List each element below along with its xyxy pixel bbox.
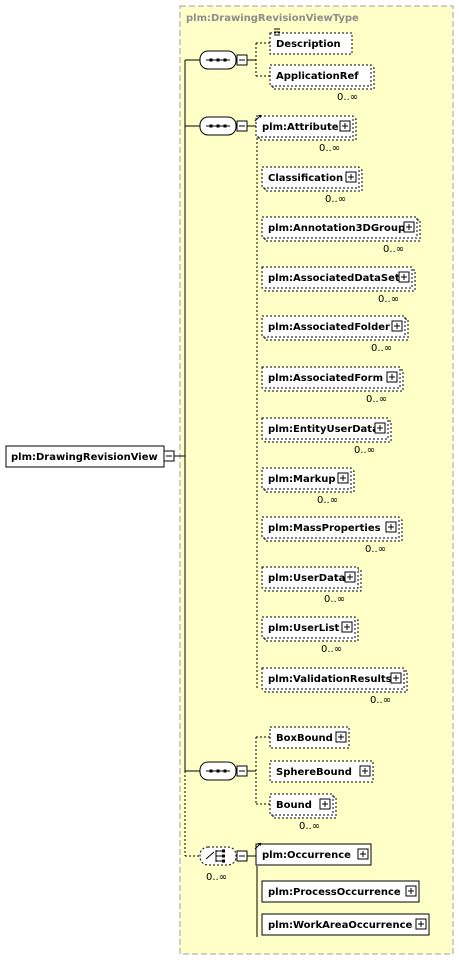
- cardinality-label: 0..∞: [337, 92, 358, 103]
- collapse-icon[interactable]: [236, 850, 248, 862]
- cardinality-label: 0..∞: [383, 244, 404, 255]
- sequence-compositor-3[interactable]: [199, 761, 248, 781]
- type-title: plm:DrawingRevisionViewType: [186, 13, 359, 24]
- element-entityuserdata[interactable]: plm:EntityUserData 0..∞: [261, 417, 392, 456]
- expand-icon[interactable]: [391, 320, 403, 332]
- expand-icon[interactable]: [345, 171, 357, 183]
- element-markup[interactable]: plm:Markup 0..∞: [261, 467, 355, 506]
- element-massproperties[interactable]: plm:MassProperties 0..∞: [261, 516, 403, 555]
- expand-icon[interactable]: [335, 731, 347, 743]
- element-attribute[interactable]: plm:Attribute 0..∞: [254, 114, 357, 154]
- root-element[interactable]: plm:DrawingRevisionView: [5, 445, 175, 468]
- cardinality-label: 0..∞: [299, 821, 320, 832]
- cardinality-label: 0..∞: [321, 644, 342, 655]
- element-occurrence[interactable]: plm:Occurrence: [254, 842, 372, 866]
- element-label: plm:AssociatedForm: [268, 373, 383, 384]
- element-workareaoccurrence[interactable]: plm:WorkAreaOccurrence: [261, 913, 430, 936]
- root-collapse-icon[interactable]: [163, 450, 175, 462]
- element-label: Classification: [268, 173, 343, 184]
- element-boxbound[interactable]: BoxBound: [269, 726, 350, 749]
- expand-icon[interactable]: [359, 765, 371, 777]
- choice-cardinality: 0..∞: [206, 872, 227, 883]
- collapse-icon[interactable]: [236, 765, 248, 777]
- element-associateddataset[interactable]: plm:AssociatedDataSet 0..∞: [261, 266, 416, 305]
- sequence-compositor-2[interactable]: [199, 116, 248, 136]
- cardinality-label: 0..∞: [370, 695, 391, 706]
- element-label: ApplicationRef: [276, 71, 359, 82]
- element-spherebound[interactable]: SphereBound: [269, 760, 374, 783]
- collapse-icon[interactable]: [236, 54, 248, 66]
- element-label: plm:ProcessOccurrence: [268, 887, 401, 898]
- cardinality-label: 0..∞: [378, 294, 399, 305]
- element-label: plm:MassProperties: [268, 523, 381, 534]
- expand-icon[interactable]: [398, 271, 410, 283]
- cardinality-label: 0..∞: [317, 495, 338, 506]
- collapse-icon[interactable]: [236, 120, 248, 132]
- element-label: plm:AssociatedDataSet: [268, 273, 400, 284]
- cardinality-label: 0..∞: [366, 394, 387, 405]
- element-label: BoxBound: [276, 733, 333, 744]
- element-label: plm:WorkAreaOccurrence: [268, 920, 413, 931]
- expand-icon[interactable]: [339, 120, 351, 132]
- element-processoccurrence[interactable]: plm:ProcessOccurrence: [261, 880, 420, 903]
- expand-icon[interactable]: [385, 521, 397, 533]
- expand-icon[interactable]: [319, 798, 331, 810]
- expand-icon[interactable]: [374, 422, 386, 434]
- sequence-compositor-1[interactable]: [199, 50, 248, 70]
- element-label: plm:Occurrence: [262, 850, 351, 861]
- element-description[interactable]: Description: [269, 28, 353, 55]
- expand-icon[interactable]: [390, 672, 402, 684]
- cardinality-label: 0..∞: [365, 544, 386, 555]
- element-applicationref[interactable]: ApplicationRef 0..∞: [269, 64, 375, 103]
- element-label: Bound: [276, 800, 312, 811]
- reference-arrow-icon: [254, 842, 262, 850]
- root-element-label: plm:DrawingRevisionView: [11, 452, 158, 463]
- choice-compositor[interactable]: 0..∞: [199, 846, 248, 883]
- element-associatedform[interactable]: plm:AssociatedForm 0..∞: [261, 366, 404, 405]
- cardinality-label: 0..∞: [319, 143, 340, 154]
- cardinality-label: 0..∞: [325, 194, 346, 205]
- connectors: [174, 59, 200, 857]
- element-label: plm:AssociatedFolder: [268, 322, 390, 333]
- element-label: Description: [276, 39, 341, 50]
- expand-icon[interactable]: [386, 371, 398, 383]
- element-validationresults[interactable]: plm:ValidationResults 0..∞: [261, 667, 408, 706]
- element-label: SphereBound: [276, 767, 352, 778]
- expand-icon[interactable]: [344, 571, 356, 583]
- element-userdata[interactable]: plm:UserData 0..∞: [261, 566, 362, 605]
- element-annotation3dgroup[interactable]: plm:Annotation3DGroup 0..∞: [261, 216, 421, 255]
- element-label: plm:ValidationResults: [268, 674, 392, 685]
- element-label: plm:Markup: [268, 474, 336, 485]
- expand-icon[interactable]: [403, 221, 415, 233]
- element-label: plm:UserList: [268, 623, 340, 634]
- expand-icon[interactable]: [337, 472, 349, 484]
- element-label: plm:UserData: [268, 573, 345, 584]
- expand-icon[interactable]: [405, 885, 417, 897]
- documentation-icon: [274, 28, 280, 36]
- expand-icon[interactable]: [341, 621, 353, 633]
- element-label: plm:Annotation3DGroup: [268, 223, 405, 234]
- reference-arrow-icon: [254, 114, 262, 122]
- cardinality-label: 0..∞: [324, 594, 345, 605]
- element-label: plm:EntityUserData: [268, 424, 379, 435]
- expand-icon[interactable]: [415, 918, 427, 930]
- cardinality-label: 0..∞: [371, 343, 392, 354]
- element-associatedfolder[interactable]: plm:AssociatedFolder 0..∞: [261, 315, 409, 354]
- expand-icon[interactable]: [357, 848, 369, 860]
- cardinality-label: 0..∞: [354, 445, 375, 456]
- element-classification[interactable]: Classification 0..∞: [261, 166, 363, 205]
- element-bound[interactable]: Bound 0..∞: [269, 793, 337, 832]
- element-userlist[interactable]: plm:UserList 0..∞: [261, 616, 359, 655]
- element-label: plm:Attribute: [262, 122, 339, 133]
